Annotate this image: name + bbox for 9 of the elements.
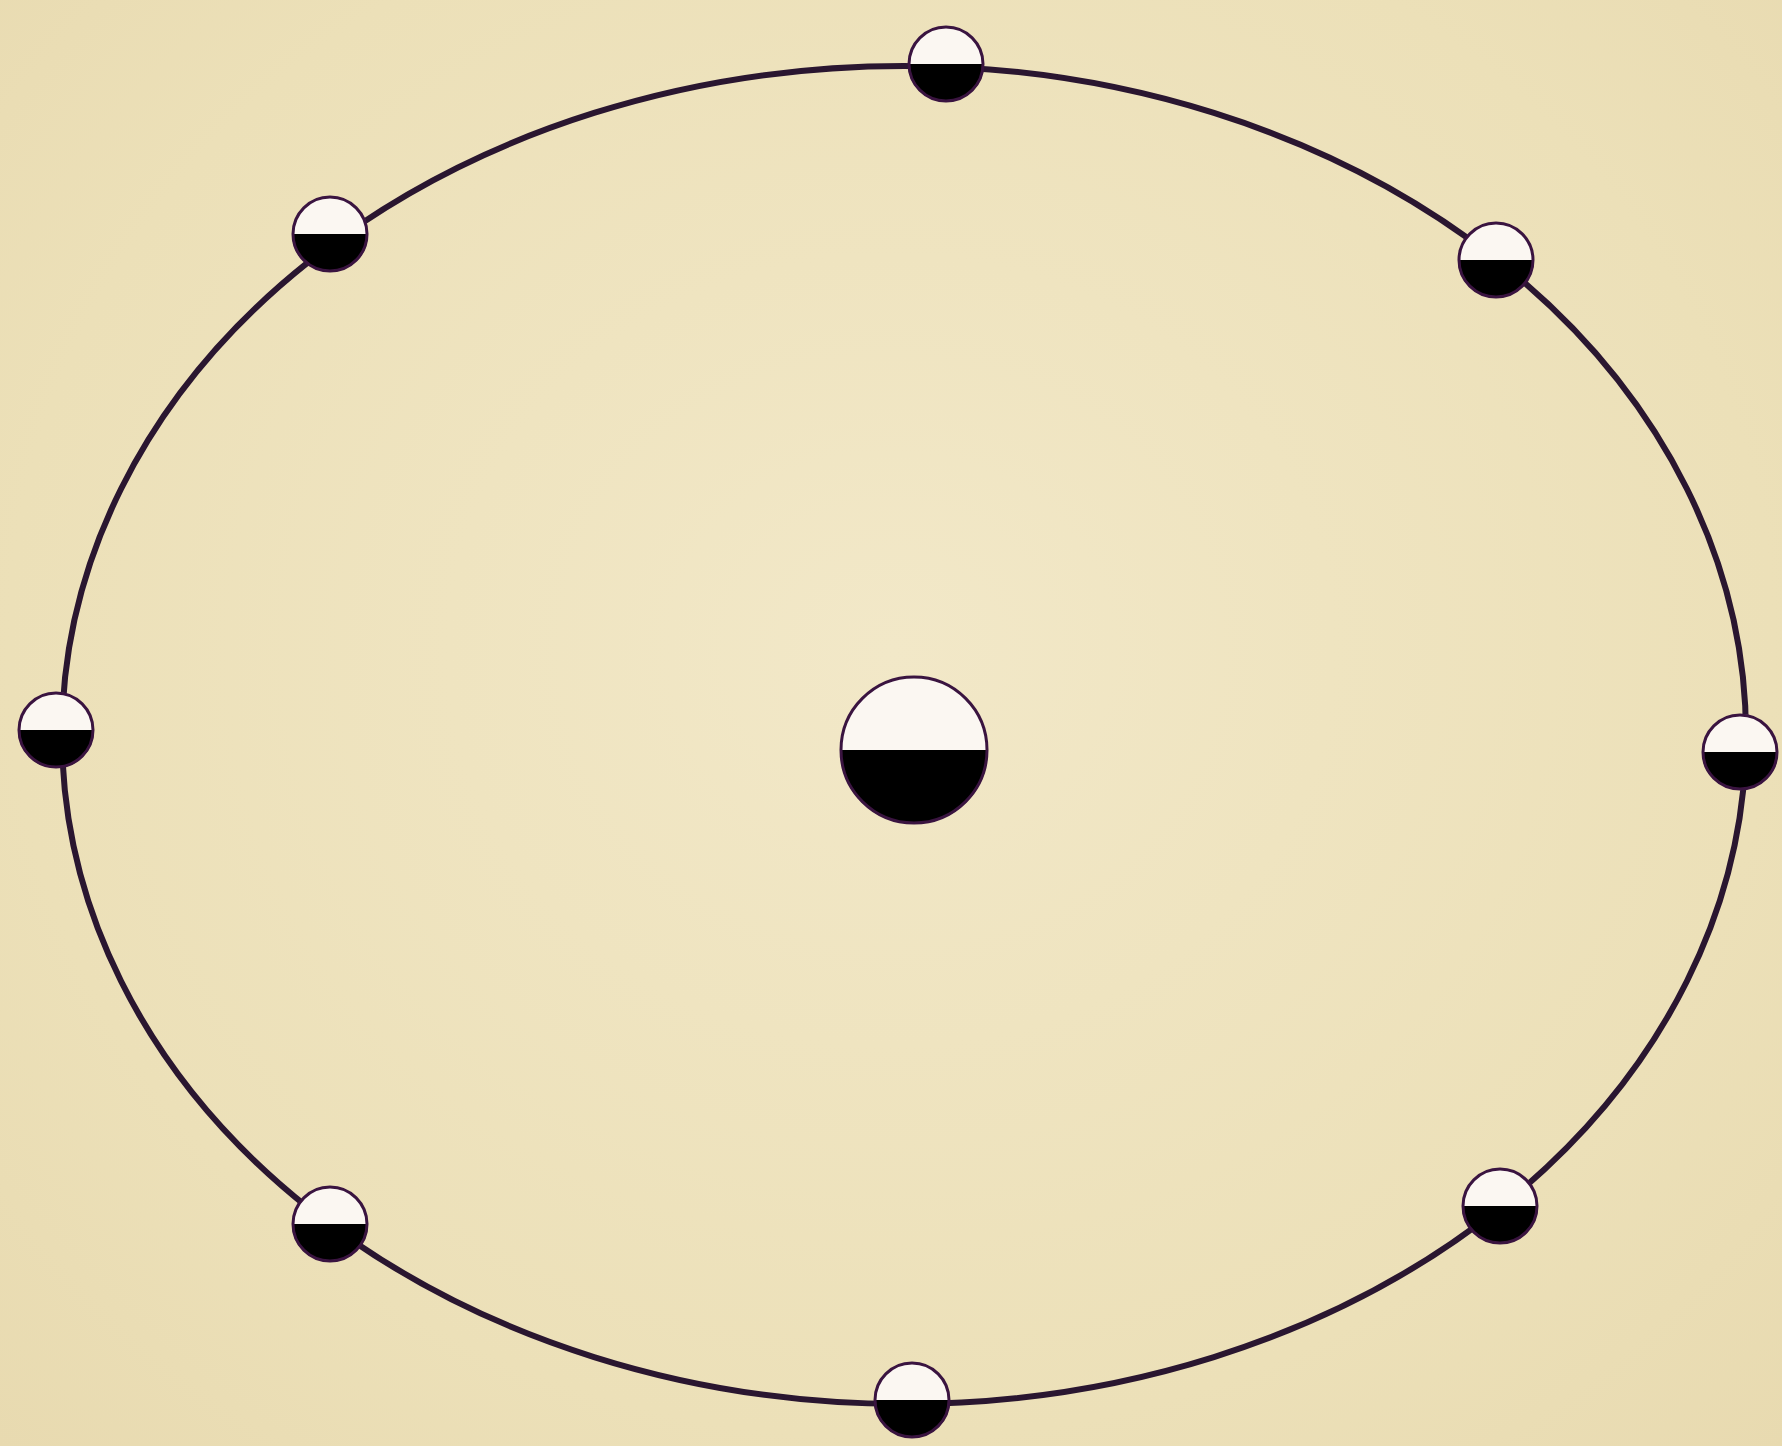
half-filled-circle <box>838 674 990 826</box>
half-filled-circle <box>906 24 986 104</box>
half-filled-circle <box>872 1360 952 1440</box>
half-filled-circle <box>1456 220 1536 300</box>
half-filled-circle <box>290 194 370 274</box>
half-filled-circle <box>290 1184 370 1264</box>
half-filled-circle <box>1700 712 1780 792</box>
half-filled-circle <box>1460 1166 1540 1246</box>
half-filled-circle <box>16 690 96 770</box>
